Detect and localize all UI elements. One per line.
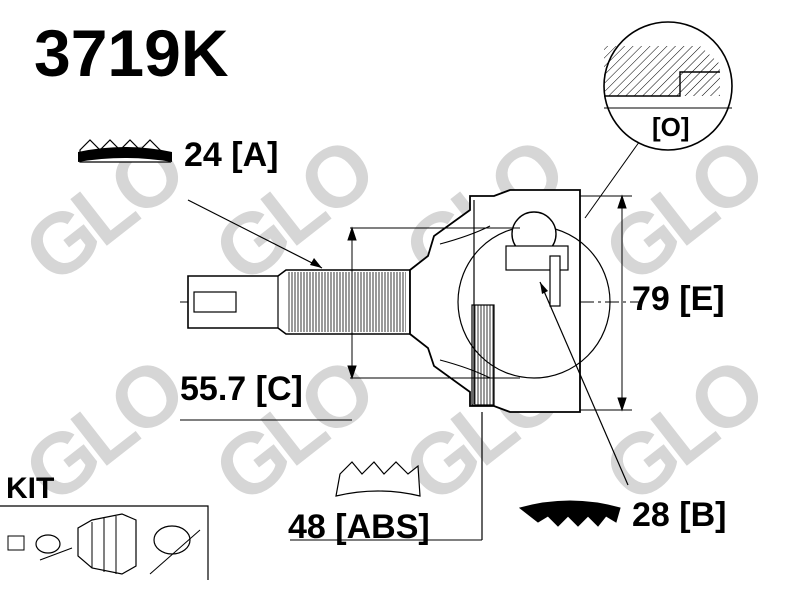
label-abs-ring: 48 [ABS] [288, 508, 430, 546]
label-dimension-c: 55.7 [C] [180, 370, 303, 408]
label-kit: KIT [6, 472, 55, 505]
kit-box [0, 505, 209, 580]
leader-o [584, 137, 643, 219]
spline-abs-icon [335, 461, 421, 497]
spline-b-icon [518, 500, 621, 527]
label-spline-b: 28 [B] [632, 496, 727, 534]
stub-shaft [187, 269, 411, 335]
part-number: 3719K [34, 16, 229, 90]
leader-a [187, 199, 323, 269]
leader-b [539, 281, 629, 486]
dimension-e [580, 194, 632, 412]
label-dimension-e: 79 [E] [632, 280, 725, 318]
inner-cage [457, 211, 611, 379]
dimension-c [180, 226, 520, 421]
label-spline-a: 24 [A] [184, 136, 279, 174]
detail-o-view [603, 21, 733, 151]
label-detail-o: [O] [652, 112, 690, 142]
spline-a-icon [78, 139, 172, 163]
abs-ring [471, 304, 495, 406]
